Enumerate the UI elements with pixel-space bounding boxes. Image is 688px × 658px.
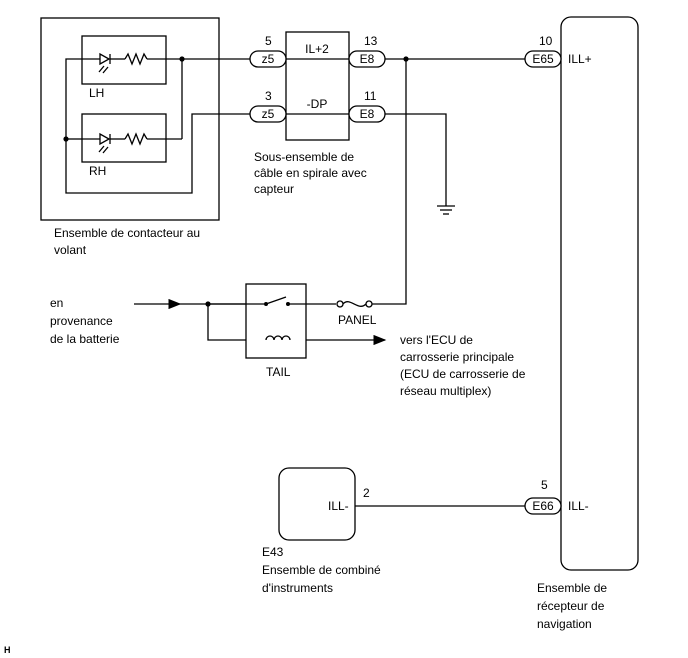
wire-ground bbox=[385, 113, 447, 206]
tail-relay: TAIL bbox=[208, 283, 336, 379]
spiral-caption-line3: capteur bbox=[254, 182, 294, 196]
connector-e8-top-label: E8 bbox=[360, 52, 375, 66]
ecu-destination: vers l'ECU de carrosserie principale (EC… bbox=[400, 333, 526, 398]
steering-pad-switch-assembly: LH RH Ensemble de contacteur au volant bbox=[40, 17, 250, 257]
wire-to-ecu bbox=[207, 304, 387, 346]
nav-caption-line2: récepteur de bbox=[537, 599, 605, 613]
spiral-label-dp: -DP bbox=[307, 97, 328, 111]
ecu-label-line4: réseau multiplex) bbox=[400, 384, 491, 398]
meter-caption-line1: Ensemble de combiné bbox=[262, 563, 381, 577]
nav-terminal-ill-plus: ILL+ bbox=[568, 52, 592, 66]
battery-source: en provenance de la batterie bbox=[50, 296, 182, 346]
combination-meter-box bbox=[278, 467, 356, 541]
connector-e8-bottom-label: E8 bbox=[360, 107, 375, 121]
ground-icon bbox=[437, 205, 455, 215]
tail-relay-label: TAIL bbox=[266, 365, 291, 379]
relay-switch-icon bbox=[265, 296, 287, 305]
connector-e65 bbox=[524, 50, 562, 68]
steering-switch-caption-line2: volant bbox=[54, 243, 87, 257]
spiral-cable-subassembly: 5 z5 3 z5 IL+2 -DP 13 E8 11 E8 Sous-ense… bbox=[249, 31, 386, 196]
spiral-pin-bottom: 3 bbox=[265, 89, 272, 103]
panel-fuse-label: PANEL bbox=[338, 313, 377, 327]
spiral-label-il2: IL+2 bbox=[305, 42, 329, 56]
ecu-label-line1: vers l'ECU de bbox=[400, 333, 473, 347]
nav-pin-bottom: 5 bbox=[541, 478, 548, 492]
ecu-label-line2: carrosserie principale bbox=[400, 350, 514, 364]
meter-terminal-ill-minus: ILL- bbox=[328, 499, 349, 513]
rh-lamp-module: RH bbox=[81, 113, 167, 178]
meter-pin: 2 bbox=[363, 486, 370, 500]
nav-terminal-ill-minus: ILL- bbox=[568, 499, 589, 513]
meter-connector-e43: E43 bbox=[262, 545, 284, 559]
tail-relay-box bbox=[245, 283, 307, 359]
fuse-icon bbox=[342, 301, 367, 307]
combination-meter-assembly: ILL- 2 E43 Ensemble de combiné d'instrum… bbox=[262, 467, 525, 595]
navigation-receiver-assembly: 10 E65 ILL+ 5 E66 ILL- Ensemble de récep… bbox=[524, 16, 639, 631]
lh-resistor-icon bbox=[124, 52, 148, 66]
nav-pin-top: 10 bbox=[539, 34, 553, 48]
relay-coil-icon bbox=[265, 335, 291, 341]
lh-label: LH bbox=[89, 86, 104, 100]
spiral-caption-line2: câble en spirale avec bbox=[254, 166, 367, 180]
connector-e65-label: E65 bbox=[532, 52, 554, 66]
nav-caption-line3: navigation bbox=[537, 617, 592, 631]
connector-z5-bottom-label: z5 bbox=[262, 107, 275, 121]
rh-label: RH bbox=[89, 164, 106, 178]
nav-caption-line1: Ensemble de bbox=[537, 581, 607, 595]
spiral-cable-box bbox=[285, 31, 350, 141]
battery-label-line1: en bbox=[50, 296, 63, 310]
spiral-caption-line1: Sous-ensemble de bbox=[254, 150, 354, 164]
connector-z5-top-label: z5 bbox=[262, 52, 275, 66]
panel-fuse: PANEL bbox=[336, 300, 407, 327]
spiral-pin-right-bottom: 11 bbox=[364, 89, 377, 103]
steering-switch-caption-line1: Ensemble de contacteur au bbox=[54, 226, 200, 240]
battery-label-line3: de la batterie bbox=[50, 332, 120, 346]
connector-e66-label: E66 bbox=[532, 499, 554, 513]
corner-mark: H bbox=[4, 645, 11, 655]
meter-caption-line2: d'instruments bbox=[262, 581, 333, 595]
navigation-receiver-box bbox=[560, 16, 639, 571]
rh-resistor-icon bbox=[124, 132, 148, 146]
ecu-label-line3: (ECU de carrosserie de bbox=[400, 367, 526, 381]
lh-lamp-module: LH bbox=[81, 35, 167, 100]
spiral-pin-right-top: 13 bbox=[364, 34, 378, 48]
battery-label-line2: provenance bbox=[50, 314, 113, 328]
spiral-pin-top: 5 bbox=[265, 34, 272, 48]
